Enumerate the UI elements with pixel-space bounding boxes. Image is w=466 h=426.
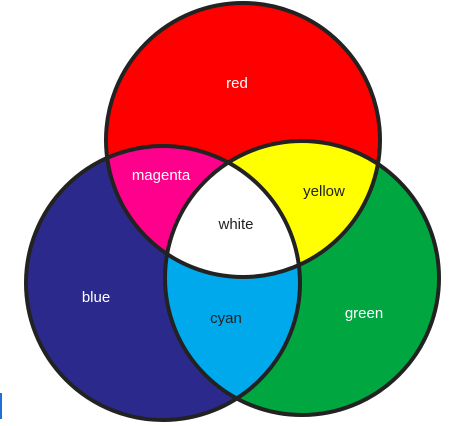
yellow-label: yellow xyxy=(303,183,345,200)
magenta-label: magenta xyxy=(132,167,191,184)
white-label: white xyxy=(217,216,253,233)
green-label: green xyxy=(345,305,383,322)
blue-circle-outline xyxy=(24,144,302,422)
edge-marker xyxy=(0,393,2,419)
blue-label: blue xyxy=(82,289,110,306)
red-label: red xyxy=(226,75,248,92)
red-circle-outline xyxy=(104,1,382,279)
cyan-label: cyan xyxy=(210,310,242,327)
white-overlap xyxy=(165,146,300,277)
green-circle-outline xyxy=(163,139,441,417)
